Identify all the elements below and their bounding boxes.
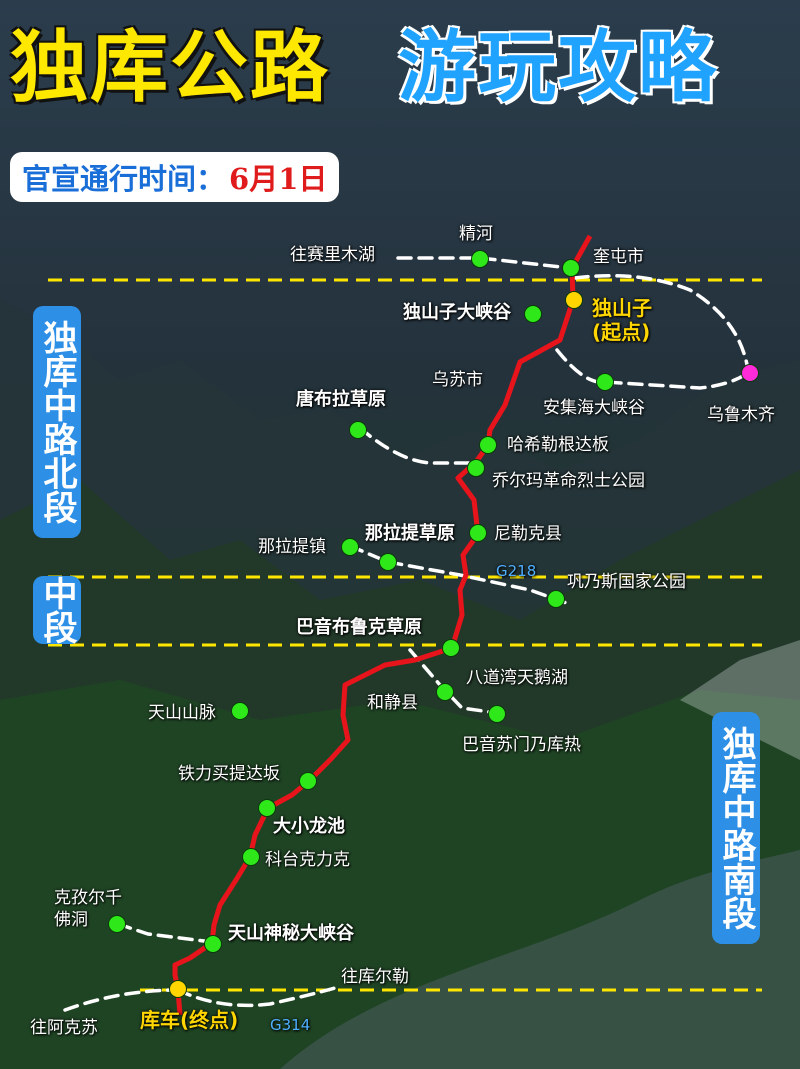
label-kezier-1: 克孜尔千 [54, 888, 122, 908]
label-bayinsumen: 巴音苏门乃库热 [462, 735, 581, 755]
stop-marker-anjihai [596, 373, 614, 391]
stop-marker-tangbula [349, 421, 367, 439]
segment-north-box: 独库中路北段 [33, 306, 81, 538]
segment-middle-box: 中段 [33, 576, 81, 644]
stop-marker-badaowan [436, 683, 454, 701]
title-part2: 游玩攻略 [398, 23, 719, 113]
stop-marker-nalati [379, 553, 397, 571]
road-korla [176, 986, 337, 1008]
label-korla: 往库尔勒 [341, 967, 409, 987]
stop-marker-kuitun [562, 259, 580, 277]
road-urumqi-north [573, 273, 750, 372]
stop-marker-ketaikelike [242, 848, 260, 866]
label-sailimu: 往赛里木湖 [290, 245, 375, 265]
road-aksu [63, 988, 180, 1012]
label-nalati: 那拉提草原 [365, 523, 455, 544]
open-time-value: 6月1日 [229, 162, 328, 196]
stop-marker-bayinbuluke [442, 639, 460, 657]
open-time-badge: 官宣通行时间： 6月1日 [10, 152, 340, 202]
stop-marker-haxilegen [479, 436, 497, 454]
stop-marker-tielimaiti [299, 772, 317, 790]
stop-marker-nalati-town [341, 538, 359, 556]
label-start-mark: (起点) [592, 320, 651, 344]
open-time-label: 官宣通行时间： [22, 162, 226, 196]
label-anjihai: 安集海大峡谷 [543, 398, 645, 418]
label-aksu: 往阿克苏 [30, 1018, 98, 1038]
label-dushanzi-canyon: 独山子大峡谷 [403, 302, 511, 323]
label-tianshan-canyon: 天山神秘大峡谷 [228, 923, 354, 944]
road-tangbula [358, 426, 477, 465]
road-kezier [116, 922, 214, 944]
stop-marker-jinghe [471, 250, 489, 268]
label-kezier-2: 佛洞 [54, 910, 88, 930]
stop-marker-nileke [469, 524, 487, 542]
stop-marker-tianshan [231, 702, 249, 720]
segment-south-box: 独库中路南段 [712, 712, 760, 944]
label-bayinbuluke: 巴音布鲁克草原 [296, 617, 422, 638]
label-haxilegen: 哈希勒根达板 [507, 435, 609, 455]
route-line [172, 234, 593, 1016]
stop-marker-bayinsumen [488, 705, 506, 723]
label-wusu: 乌苏市 [432, 370, 483, 390]
label-jinghe: 精河 [459, 224, 493, 244]
label-hejing: 和静县 [367, 693, 418, 713]
label-g218: G218 [496, 562, 537, 580]
label-tangbula: 唐布拉草原 [296, 389, 386, 410]
stop-marker-daxiaolongchi [258, 799, 276, 817]
label-nalati-town: 那拉提镇 [258, 537, 326, 557]
label-daxiaolongchi: 大小龙池 [273, 816, 345, 837]
label-kuitun: 奎屯市 [593, 247, 644, 267]
label-urumqi: 乌鲁木齐 [707, 405, 775, 425]
label-badaowan: 八道湾天鹅湖 [466, 668, 568, 688]
label-kuqa: 库车(终点) [140, 1008, 239, 1032]
stop-marker-gongnaisi [547, 590, 565, 608]
label-ketaikelike: 科台克力克 [265, 850, 350, 870]
label-dushanzi: 独山子 [592, 296, 652, 320]
stop-marker-dushanzi-canyon [524, 305, 542, 323]
label-tielimaiti: 铁力买提达坂 [178, 764, 280, 784]
label-nileke: 尼勒克县 [494, 524, 562, 544]
stop-marker-qiaoerma [467, 459, 485, 477]
stop-marker-tianshan-canyon [204, 935, 222, 953]
stop-marker-kuqa [169, 980, 187, 998]
label-qiaoerma: 乔尔玛革命烈士公园 [492, 471, 645, 491]
label-gongnaisi: 巩乃斯国家公园 [567, 572, 686, 592]
road-nalati [348, 544, 574, 607]
title-part1: 独库公路 [10, 23, 331, 113]
road-sailimu [396, 256, 572, 270]
stop-marker-kezier [108, 915, 126, 933]
stop-marker-dushanzi [565, 291, 583, 309]
stop-marker-urumqi [741, 364, 759, 382]
label-tianshan: 天山山脉 [148, 703, 216, 723]
label-g314: G314 [270, 1016, 311, 1034]
road-urumqi-south [555, 348, 750, 390]
